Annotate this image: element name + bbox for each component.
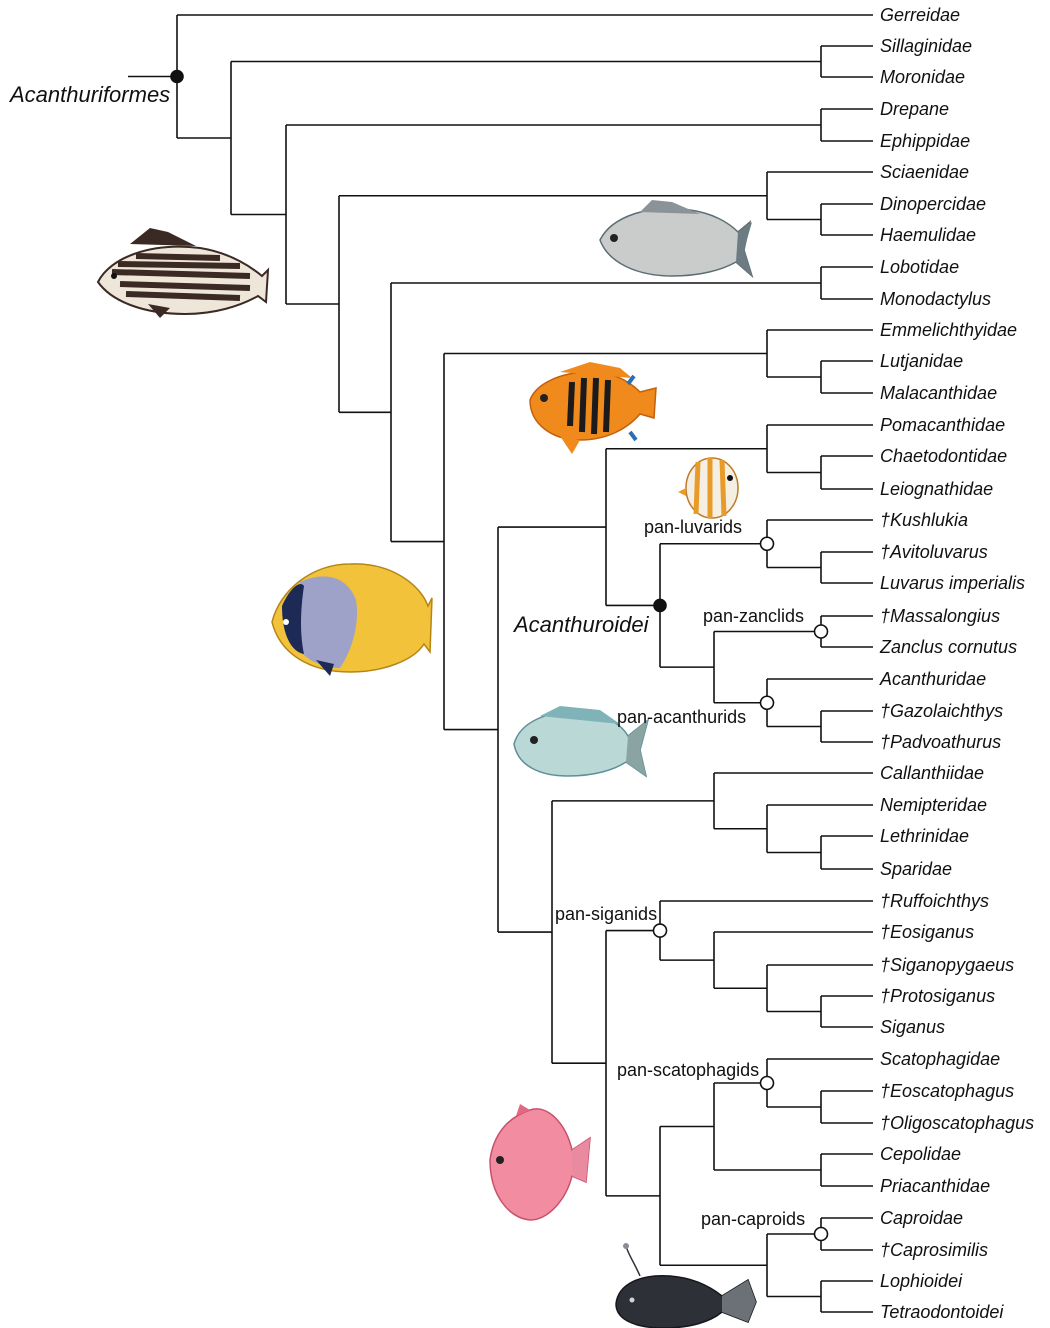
tip-label: Nemipteridae xyxy=(880,795,987,815)
yellow-butterflyfish-illustration xyxy=(272,564,432,676)
tree-branches xyxy=(128,15,873,1312)
tip-label: Leiognathidae xyxy=(880,479,993,499)
tip-label: Dinopercidae xyxy=(880,194,986,214)
tip-label: Emmelichthyidae xyxy=(880,320,1017,340)
node-marker-pan-acanthurids xyxy=(761,696,774,709)
tip-labels: GerreidaeSillaginidaeMoronidaeDrepaneEph… xyxy=(879,5,1034,1322)
node-marker-acanthuroidei xyxy=(654,599,666,611)
tip-label: Scatophagidae xyxy=(880,1049,1000,1069)
tip-label: Luvarus imperialis xyxy=(880,573,1025,593)
node-marker-pan-scatophagids xyxy=(761,1077,774,1090)
tip-label: Caproidae xyxy=(880,1208,963,1228)
tip-label: Lophioidei xyxy=(880,1271,963,1291)
anglerfish-illustration xyxy=(616,1243,756,1328)
tip-label: †Massalongius xyxy=(880,606,1000,626)
silver-drum-fish-illustration xyxy=(600,200,752,276)
clade-label-pan-luvarids: pan-luvarids xyxy=(644,517,742,537)
tip-label: Moronidae xyxy=(880,67,965,87)
tip-label: †Oligoscatophagus xyxy=(880,1113,1034,1133)
tip-label: Lethrinidae xyxy=(880,826,969,846)
tip-label: Monodactylus xyxy=(880,289,991,309)
node-marker-acanthuriformes xyxy=(171,71,183,83)
tip-label: Lobotidae xyxy=(880,257,959,277)
tip-label: †Avitoluvarus xyxy=(880,542,988,562)
striped-grunt-fish-illustration xyxy=(98,228,268,318)
clade-label-acanthuroidei: Acanthuroidei xyxy=(512,612,650,637)
node-marker-pan-zanclids xyxy=(815,625,828,638)
tip-label: Acanthuridae xyxy=(879,669,986,689)
tip-label: Lutjanidae xyxy=(880,351,963,371)
clade-label-pan-caproids: pan-caproids xyxy=(701,1209,805,1229)
tip-label: †Protosiganus xyxy=(880,986,995,1006)
clade-label-pan-scatophagids: pan-scatophagids xyxy=(617,1060,759,1080)
tip-label: Cepolidae xyxy=(880,1144,961,1164)
tip-label: †Eoscatophagus xyxy=(880,1081,1014,1101)
tip-label: †Ruffoichthys xyxy=(880,891,989,911)
tip-label: Gerreidae xyxy=(880,5,960,25)
clade-label-pan-siganids: pan-siganids xyxy=(555,904,657,924)
node-marker-pan-luvarids xyxy=(761,537,774,550)
node-marker-pan-caproids xyxy=(815,1228,828,1241)
tip-label: Sillaginidae xyxy=(880,36,972,56)
tip-label: †Siganopygaeus xyxy=(880,955,1014,975)
tip-label: Malacanthidae xyxy=(880,383,997,403)
tip-label: Priacanthidae xyxy=(880,1176,990,1196)
tip-label: †Kushlukia xyxy=(880,510,968,530)
tip-label: Zanclus cornutus xyxy=(879,637,1017,657)
tip-label: Drepane xyxy=(880,99,949,119)
copperband-butterflyfish-illustration xyxy=(678,458,738,518)
clade-label-pan-zanclids: pan-zanclids xyxy=(703,606,804,626)
tip-label: Sciaenidae xyxy=(880,162,969,182)
tip-label: Chaetodontidae xyxy=(880,446,1007,466)
tip-label: Haemulidae xyxy=(880,225,976,245)
tip-label: †Padvoathurus xyxy=(880,732,1001,752)
tip-label: Siganus xyxy=(880,1017,945,1037)
pink-boarfish-illustration xyxy=(490,1104,590,1220)
node-marker-pan-siganids xyxy=(654,924,667,937)
tip-label: Sparidae xyxy=(880,859,952,879)
tip-label: †Gazolaichthys xyxy=(880,701,1003,721)
tip-label: Tetraodontoidei xyxy=(880,1302,1004,1322)
tip-label: Pomacanthidae xyxy=(880,415,1005,435)
tip-label: Ephippidae xyxy=(880,131,970,151)
tip-label: †Eosiganus xyxy=(880,922,974,942)
clade-label-acanthuriformes: Acanthuriformes xyxy=(8,82,170,107)
clade-label-pan-acanthurids: pan-acanthurids xyxy=(617,707,746,727)
tip-label: Callanthiidae xyxy=(880,763,984,783)
tip-label: †Caprosimilis xyxy=(880,1240,988,1260)
flame-angelfish-illustration xyxy=(530,362,656,454)
